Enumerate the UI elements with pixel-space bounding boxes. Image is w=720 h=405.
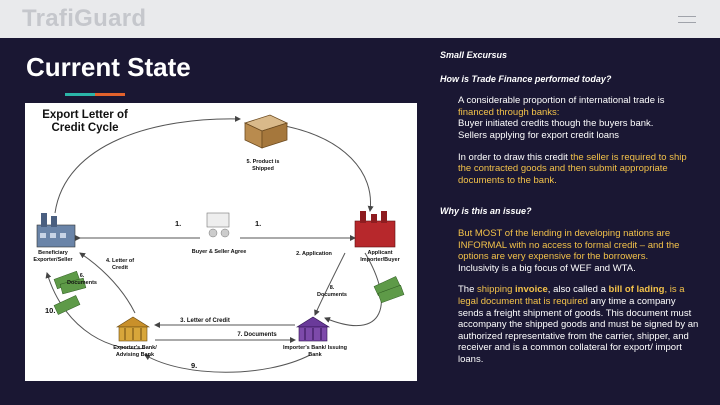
diagram-title: Export Letter of Credit Cycle: [42, 109, 128, 134]
heading-why-issue: Why is this an issue?: [440, 206, 532, 217]
title-underline: [65, 93, 125, 96]
label-importers-bank: Importer's Bank/ Issuing Bank: [283, 345, 347, 358]
menu-icon[interactable]: [678, 16, 696, 23]
p3-highlight: But MOST of the lending in developing na…: [458, 227, 680, 263]
p2-text: In order to draw this credit: [458, 151, 571, 163]
p4-a: The: [458, 284, 478, 296]
label-documents-6: 6. Documents: [67, 273, 97, 286]
label-step-1a: 1.: [175, 219, 182, 228]
p3-text: Inclusivity is a big focus of WEF and WT…: [458, 262, 636, 274]
label-beneficiary: Beneficiary Exporter/Seller: [33, 250, 73, 263]
top-bar: TrafiGuard: [0, 0, 720, 38]
paragraph-draw-credit: In order to draw this credit the seller …: [440, 152, 702, 187]
label-letter-of-credit-3: 3. Letter of Credit: [180, 318, 230, 324]
brand-logo: TrafiGuard: [22, 5, 147, 32]
label-step-10: 10.: [45, 306, 56, 315]
paragraph-informal: But MOST of the lending in developing na…: [440, 228, 702, 274]
slide-title: Current State: [26, 52, 191, 82]
heading-trade-finance: How is Trade Finance performed today?: [440, 73, 612, 84]
label-exporters-bank: Exporter's Bank/ Advising Bank: [113, 345, 157, 358]
letter-of-credit-diagram: Export Letter of Credit Cycle 5. Product…: [25, 103, 417, 381]
label-step-1b: 1.: [255, 219, 262, 228]
label-applicant: Applicant Importer/Buyer: [360, 250, 400, 263]
paragraph-bill-of-lading: The shipping invoice, also called a bill…: [440, 284, 702, 365]
p1-text: A considerable proportion of internation…: [458, 95, 665, 107]
label-buyer-seller-agree: Buyer & Seller Agree: [191, 249, 247, 255]
label-application: 2. Application: [296, 251, 332, 257]
p1-line3: Sellers applying for export credit loans: [458, 129, 620, 141]
paragraph-financed: A considerable proportion of internation…: [440, 95, 702, 141]
p1-line2: Buyer initiated credits though the buyer…: [458, 118, 654, 130]
p4-d: , also called a: [547, 284, 609, 296]
p4-e: bill of lading: [608, 284, 665, 296]
p2-highlight: the seller is required to ship the contr…: [458, 151, 687, 186]
p4-b: shipping: [477, 284, 516, 296]
p4-c: invoice: [515, 284, 548, 296]
p1-highlight: financed through banks:: [458, 106, 560, 118]
p4-f: , is a legal document that is required: [458, 284, 685, 307]
heading-small-excursus: Small Excursus: [440, 50, 508, 60]
text-panel: Small Excursus How is Trade Finance perf…: [440, 50, 702, 365]
diagram-graphics: [36, 114, 405, 373]
label-documents-8: 8. Documents: [317, 285, 347, 298]
label-letter-of-credit-4: 4. Letter of Credit: [105, 258, 135, 271]
label-documents-7: 7. Documents: [237, 332, 277, 338]
p4-g: any time a company sends a freight shipm…: [458, 295, 699, 365]
label-product-shipped: 5. Product is Shipped: [246, 159, 280, 172]
label-step-9: 9.: [191, 361, 198, 370]
